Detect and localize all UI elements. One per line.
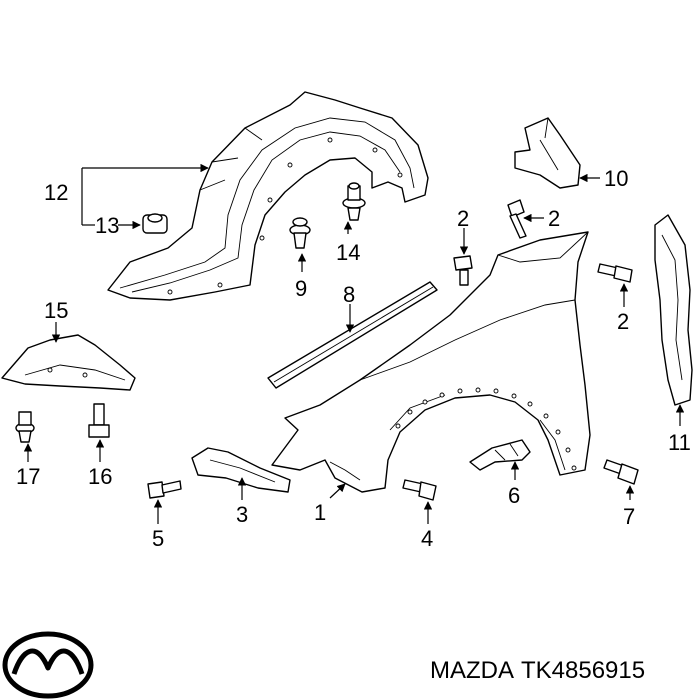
callout-5: 5 [152,526,164,551]
bolt-2-middle-part [453,255,473,286]
callout-15: 15 [44,298,68,323]
leader-lines [23,163,685,524]
callout-7: 7 [623,504,635,529]
moulding-8-part [267,281,438,389]
clip-13-part [142,213,168,234]
callout-2-right: 2 [617,309,629,334]
callout-13: 13 [95,213,119,238]
callout-14: 14 [336,240,360,265]
bolt-2-upper-part [507,199,527,239]
callout-1: 1 [314,500,326,525]
fender-panel-part [271,231,591,493]
bracket-6-part [469,439,531,471]
callout-12: 12 [44,180,68,205]
mazda-logo-icon [2,631,94,699]
bolt-4-part [402,479,437,501]
rivet-14-part [342,182,366,221]
callout-2-upper: 2 [548,206,560,231]
side-panel-11-part [654,214,693,406]
bracket-15-part [1,334,136,391]
bracket-10-part [514,117,581,189]
bolt-7-part [603,459,639,485]
callout-10: 10 [604,166,628,191]
bolt-16-part [88,403,110,438]
rivet-9-part [289,217,311,249]
bolt-2-right-part [597,263,633,283]
callout-labels: 12 13 14 9 8 2 2 10 2 11 15 17 16 5 3 1 … [16,166,691,551]
callout-17: 17 [16,464,40,489]
callout-3: 3 [236,502,248,527]
callout-4: 4 [421,526,433,551]
callout-2-middle: 2 [457,206,469,231]
brace-3-part [191,447,291,493]
callout-11: 11 [668,430,691,455]
brand-label: MAZDA [430,657,514,684]
callout-8: 8 [343,282,355,307]
callout-6: 6 [508,483,520,508]
callout-9: 9 [295,276,307,301]
clip-17-part [15,411,35,443]
fender-liner-part [107,91,429,301]
callout-16: 16 [88,464,112,489]
bolt-5-part [147,480,182,499]
part-number: TK4856915 [521,657,645,684]
